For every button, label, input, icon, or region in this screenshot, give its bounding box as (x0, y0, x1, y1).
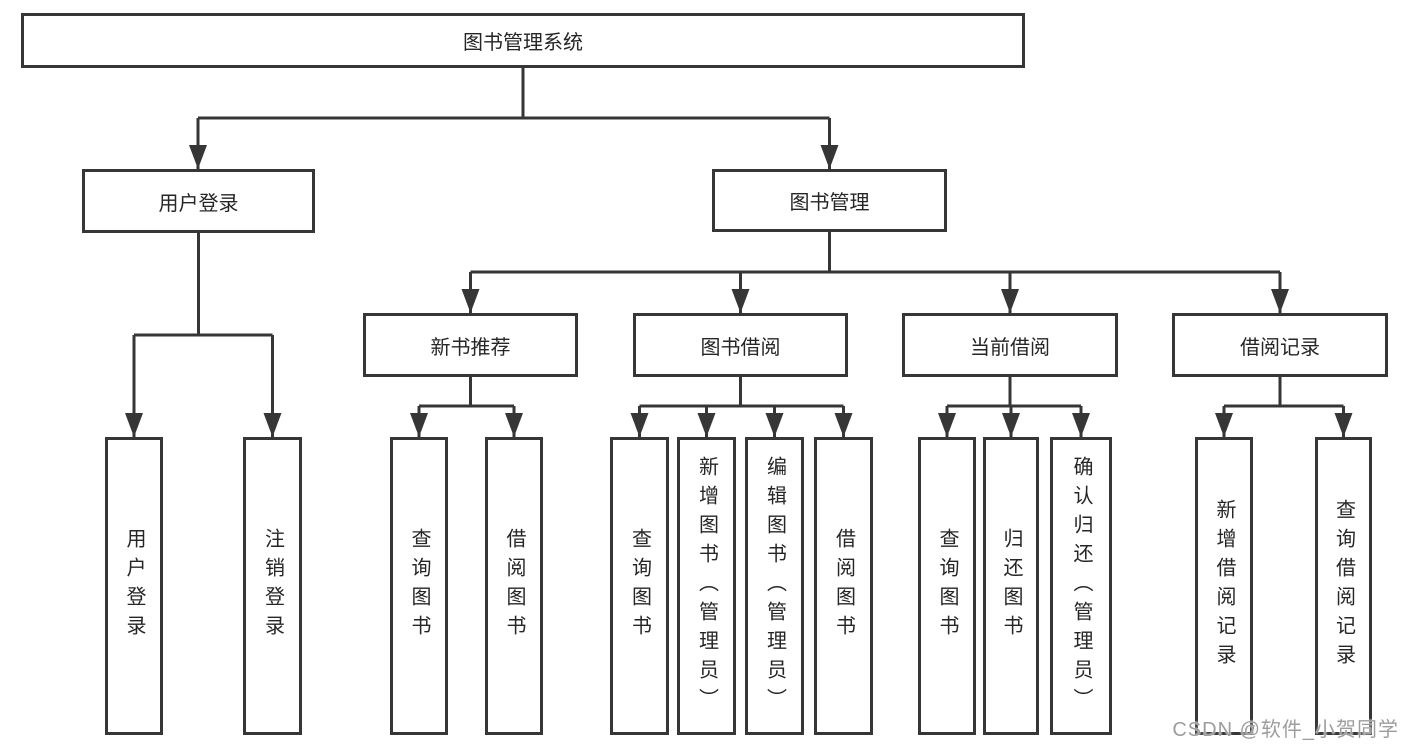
node-label: 当前借阅 (970, 336, 1050, 359)
node-label: 编辑图书（管理员） (763, 455, 786, 717)
node-label: 借阅记录 (1240, 336, 1320, 359)
node-label: 用户登录 (123, 528, 145, 644)
trunk-user-login (134, 233, 273, 337)
leaf-query-books-current: 查询图书 (918, 437, 976, 735)
trunk-book-management (470, 232, 1280, 274)
node-user-login: 用户登录 (82, 169, 315, 233)
node-label: 查询图书 (628, 528, 651, 644)
node-label: 图书管理系统 (463, 32, 583, 54)
node-label: 注销登录 (261, 528, 284, 644)
leaf-query-borrow-record: 查询借阅记录 (1315, 437, 1372, 735)
node-label: 归还图书 (1000, 528, 1022, 644)
node-label: 查询图书 (936, 528, 958, 644)
node-label: 借阅图书 (503, 528, 525, 644)
node-current-borrowing: 当前借阅 (902, 313, 1118, 377)
node-label: 用户登录 (158, 192, 239, 215)
node-label: 查询图书 (408, 528, 430, 644)
leaf-return-books: 归还图书 (983, 437, 1039, 735)
trunk-root (198, 68, 830, 120)
trunk-borrowing-records (1224, 377, 1344, 408)
node-label: 图书借阅 (700, 336, 781, 359)
node-label: 借阅图书 (832, 528, 855, 644)
leaf-add-book-admin: 新增图书（管理员） (677, 437, 736, 735)
node-label: 图书管理 (789, 192, 870, 214)
node-book-management: 图书管理 (712, 169, 947, 232)
node-label: 确认归还（管理员） (1070, 455, 1092, 717)
leaf-logout: 注销登录 (243, 437, 302, 735)
leaf-confirm-return-admin: 确认归还（管理员） (1050, 437, 1112, 735)
node-label: 查询借阅记录 (1332, 499, 1355, 673)
trunk-current-borrowing (947, 377, 1081, 408)
leaf-borrow-books-borrowing: 借阅图书 (814, 437, 873, 735)
node-new-book-recommendation: 新书推荐 (363, 313, 578, 377)
node-label: 新书推荐 (430, 336, 511, 359)
trunk-book-borrowing (639, 377, 844, 408)
leaf-user-login: 用户登录 (105, 437, 163, 735)
node-label: 新增借阅记录 (1213, 499, 1235, 673)
leaf-add-borrow-record: 新增借阅记录 (1195, 437, 1253, 735)
leaf-query-books-recommend: 查询图书 (390, 437, 448, 735)
leaf-query-books-borrowing: 查询图书 (610, 437, 669, 735)
trunk-new-book (419, 377, 514, 408)
csdn-watermark: CSDN @软件_小贺同学 (1172, 719, 1399, 741)
node-label: 新增图书（管理员） (695, 455, 718, 717)
leaf-borrow-books-recommend: 借阅图书 (485, 437, 543, 735)
node-borrowing-records: 借阅记录 (1172, 313, 1388, 377)
leaf-edit-book-admin: 编辑图书（管理员） (745, 437, 804, 735)
node-library-management-system: 图书管理系统 (21, 13, 1025, 68)
node-book-borrowing: 图书借阅 (633, 313, 848, 377)
